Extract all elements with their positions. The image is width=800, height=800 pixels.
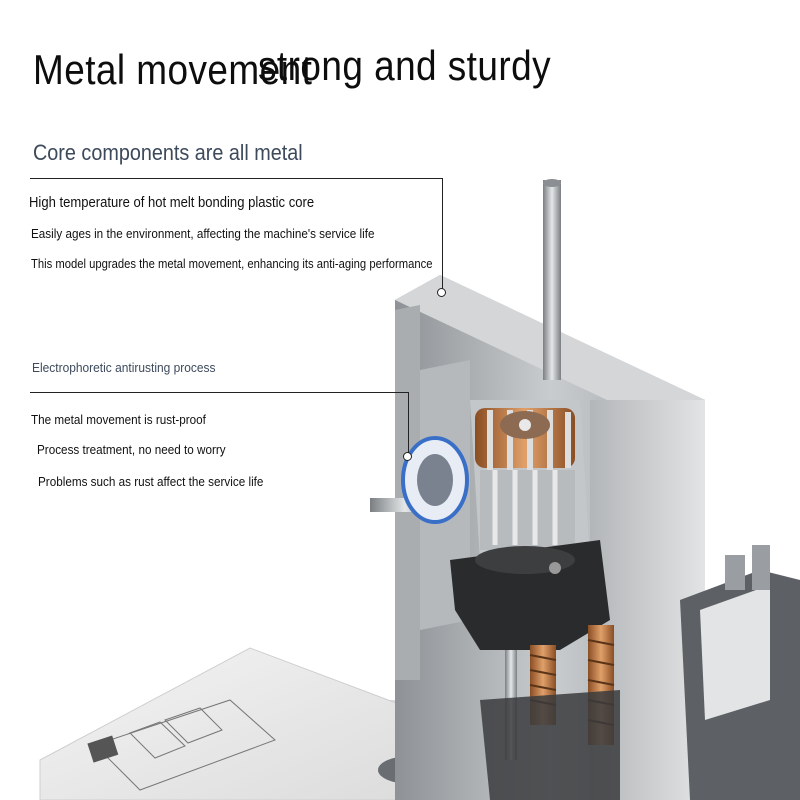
section1-line-1: High temperature of hot melt bonding pla…	[29, 195, 315, 211]
section2-line-2: Process treatment, no need to worry	[37, 442, 226, 457]
section2-divider	[30, 392, 408, 393]
section1-line-2: Easily ages in the environment, affectin…	[31, 226, 375, 241]
section1-title: Core components are all metal	[33, 140, 303, 165]
section2-connector	[408, 392, 409, 454]
section2-line-3: Problems such as rust affect the service…	[38, 474, 264, 489]
section1-divider	[30, 178, 443, 179]
section2-line-1: The metal movement is rust-proof	[31, 412, 206, 427]
heading-part-1: Metal movement	[33, 46, 313, 93]
section1-connector	[442, 178, 443, 290]
section1-pointer-dot	[437, 288, 446, 297]
section1-line-3: This model upgrades the metal movement, …	[31, 257, 433, 271]
heading-part-2: strong and sturdy	[258, 42, 552, 89]
section2-pointer-dot	[403, 452, 412, 461]
section2-title: Electrophoretic antirusting process	[32, 360, 216, 375]
